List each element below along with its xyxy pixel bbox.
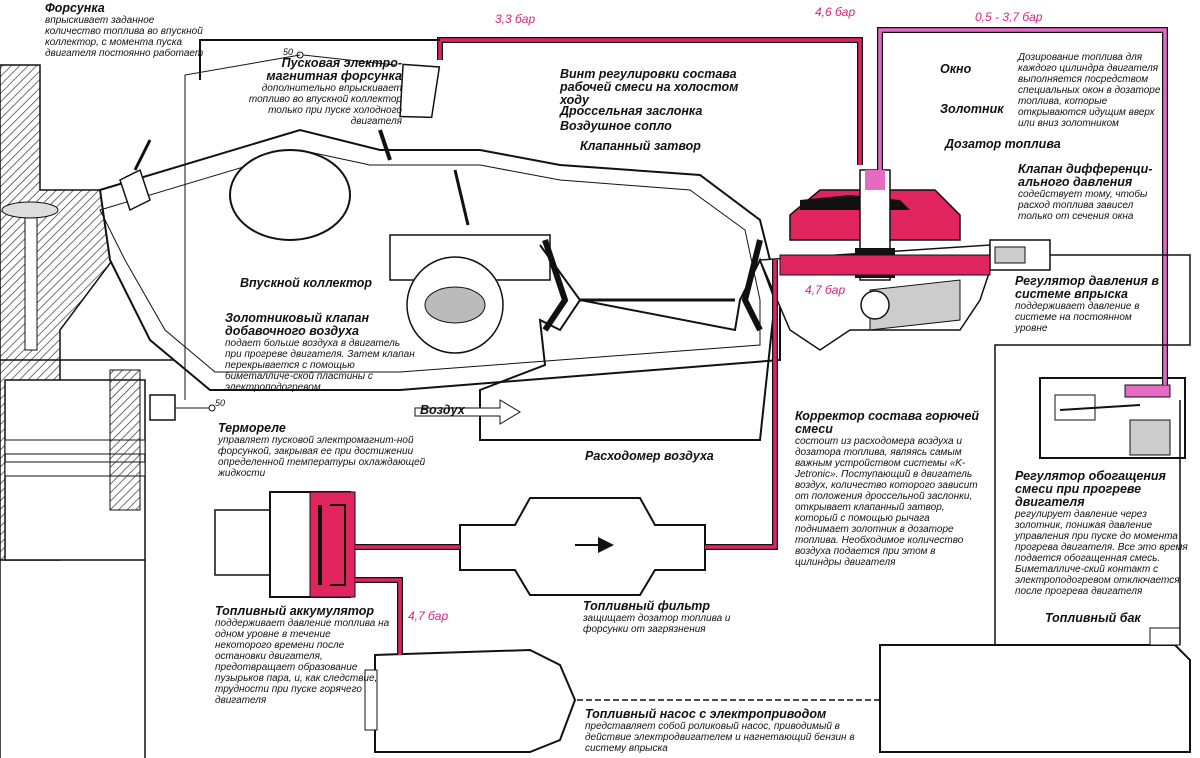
injector-label: Форсунка впрыскивает заданное количество…: [45, 1, 210, 60]
filter-label: Топливный фильтр защищает дозатор топлив…: [583, 599, 743, 636]
warmup-reg-title: Регулятор обогащения смеси при прогреве …: [1015, 469, 1166, 509]
flap-label: Клапанный затвор: [580, 140, 730, 153]
fuel-filter: [459, 497, 706, 596]
window-title: Окно: [940, 62, 972, 76]
cold-start-label: Пусковая электро-магнитная форсунка допо…: [237, 56, 402, 128]
aux-air-desc: подает больше воздуха в двигатель при пр…: [225, 338, 415, 393]
throttle-title: Дроссельная заслонка: [560, 104, 703, 118]
pressure-reg-title: Регулятор давления в системе впрыска: [1015, 274, 1159, 301]
fuel-accumulator: [214, 491, 356, 598]
injector-title: Форсунка: [45, 1, 105, 15]
terminal-label-2: 50: [215, 398, 226, 408]
filter-desc: защищает дозатор топлива и форсунки от з…: [583, 613, 731, 635]
aux-air-label: Золотниковый клапан добавочного воздуха …: [225, 311, 415, 394]
filter-title: Топливный фильтр: [583, 599, 711, 613]
thermo-title: Термореле: [218, 421, 286, 435]
fuel-lines: [199, 27, 1191, 701]
air-title: Воздух: [420, 403, 465, 417]
mixture-control-label: Корректор состава горючей смеси состоит …: [795, 409, 980, 569]
pressure-label-4: 4,7 бар: [805, 283, 846, 297]
flap-title: Клапанный затвор: [580, 139, 701, 153]
manifold-label: Впускной коллектор: [240, 277, 390, 290]
air-label: Воздух: [420, 404, 480, 417]
warmup-reg-label: Регулятор обогащения смеси при прогреве …: [1015, 469, 1195, 598]
mixture-control-desc: состоит из расходомера воздуха и дозатор…: [795, 436, 978, 568]
pressure-reg-label: Регулятор давления в системе впрыска под…: [1015, 274, 1165, 335]
warmup-regulator: [1039, 377, 1186, 459]
pump-label: Топливный насос с электроприводом предст…: [585, 707, 855, 755]
air-nozzle-title: Воздушное сопло: [560, 119, 672, 133]
thermo-switch: [149, 54, 301, 421]
air-flow-meter-label: Расходомер воздуха: [585, 450, 735, 463]
cold-start-title: Пусковая электро-магнитная форсунка: [266, 56, 402, 83]
accumulator-title: Топливный аккумулятор: [215, 604, 375, 618]
air-nozzle-label: Воздушное сопло: [560, 120, 710, 133]
intake-manifold: [98, 128, 781, 391]
injector-desc: впрыскивает заданное количество топлива …: [45, 15, 204, 59]
pressure-label-5: 4,7 бар: [408, 609, 449, 623]
plunger-title: Золотник: [940, 102, 1004, 116]
diff-valve-desc: содействует тому, чтобы расход топлива з…: [1018, 189, 1148, 222]
thermo-label: Термореле управляет пусковой электромагн…: [218, 421, 428, 480]
plunger-label: Золотник: [940, 103, 1020, 116]
accumulator-desc: поддерживает давление топлива на одном у…: [215, 618, 390, 706]
metering-info-label: Дозирование топлива для каждого цилиндра…: [1018, 52, 1168, 129]
thermo-desc: управляет пусковой электромагнит-ной фор…: [218, 435, 426, 479]
terminal-label-1: 50: [283, 47, 294, 57]
window-label: Окно: [940, 63, 1000, 76]
cold-start-injector: [296, 51, 441, 161]
distributor-label: Дозатор топлива: [945, 138, 1075, 151]
idle-screw-label: Винт регулировки состава рабочей смеси н…: [560, 68, 770, 107]
cold-start-desc: дополнительно впрыскивает топливо во впу…: [248, 83, 402, 127]
accumulator-label: Топливный аккумулятор поддерживает давле…: [215, 604, 390, 707]
tank-label: Топливный бак: [1045, 612, 1165, 625]
aux-air-title: Золотниковый клапан добавочного воздуха: [225, 311, 370, 338]
diff-valve-label: Клапан дифференци-ального давления содей…: [1018, 162, 1168, 223]
fuel-pump: [364, 648, 577, 753]
diff-valve-title: Клапан дифференци-ального давления: [1018, 162, 1153, 189]
pressure-label-1: 3,3 бар: [495, 12, 536, 26]
pressure-label-3: 0,5 - 3,7 бар: [975, 10, 1043, 24]
injector: [119, 139, 152, 212]
idle-screw-title: Винт регулировки состава рабочей смеси н…: [560, 67, 739, 107]
manifold-title: Впускной коллектор: [240, 276, 373, 290]
pressure-label-2: 4,6 бар: [815, 5, 856, 19]
fuel-tank: [879, 627, 1191, 753]
distributor-title: Дозатор топлива: [945, 137, 1061, 151]
tank-title: Топливный бак: [1045, 611, 1141, 625]
pump-desc: представляет собой роликовый насос, прив…: [585, 721, 855, 754]
mixture-control-title: Корректор состава горючей смеси: [795, 409, 980, 436]
engine-block: [0, 64, 200, 758]
throttle-label: Дроссельная заслонка: [560, 105, 710, 118]
fuel-distributor: [758, 169, 1051, 351]
warmup-reg-desc: регулирует давление через золотник, пони…: [1015, 509, 1188, 597]
pump-title: Топливный насос с электроприводом: [585, 707, 827, 721]
pressure-reg-desc: поддерживает давление в системе на посто…: [1015, 301, 1140, 334]
air-flow-meter: [414, 239, 777, 441]
metering-info-desc: Дозирование топлива для каждого цилиндра…: [1018, 52, 1161, 129]
air-flow-meter-title: Расходомер воздуха: [585, 449, 714, 463]
